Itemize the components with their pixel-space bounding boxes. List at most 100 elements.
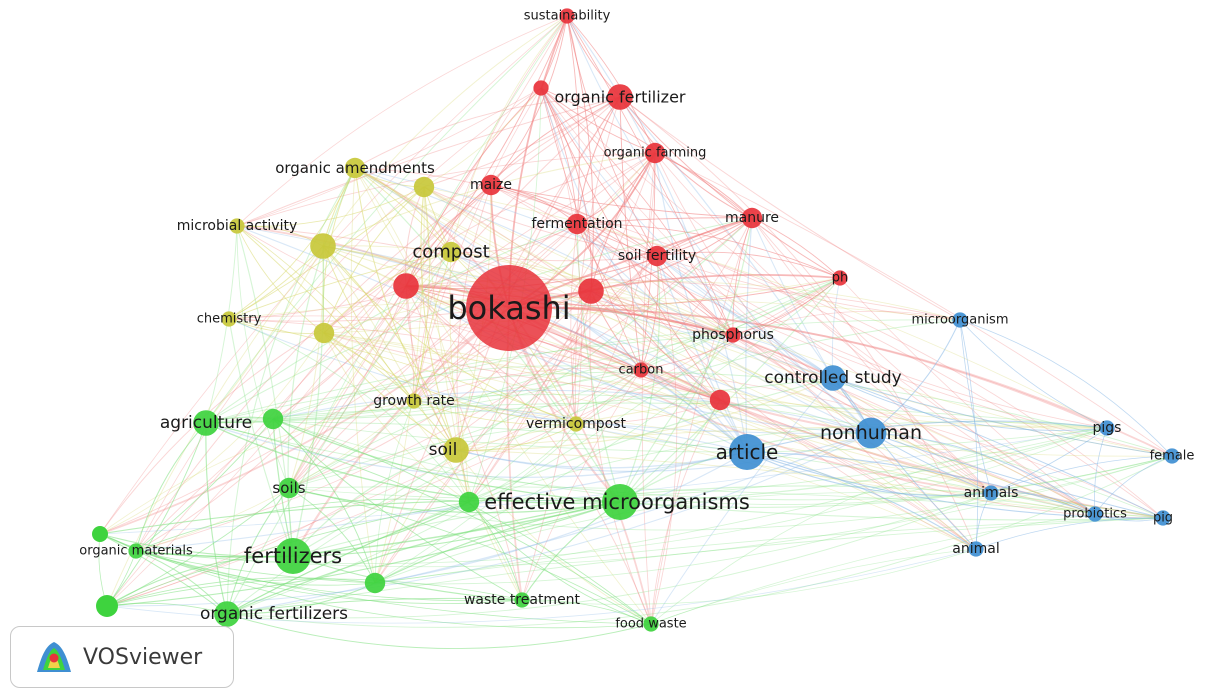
node-agriculture[interactable]	[193, 410, 219, 436]
network-link	[292, 217, 753, 557]
network-link	[455, 425, 1108, 451]
node-food-waste[interactable]	[643, 616, 659, 632]
node-organic-amendments[interactable]	[344, 157, 366, 179]
network-link	[99, 15, 568, 535]
node-animal[interactable]	[968, 541, 984, 557]
network-link	[650, 399, 721, 625]
network-link	[575, 423, 1164, 519]
network-link	[228, 167, 356, 320]
network-link	[106, 501, 621, 607]
node-green-unlabeled-1[interactable]	[458, 491, 480, 513]
node-soil[interactable]	[443, 437, 469, 463]
node-green-unlabeled-2[interactable]	[262, 408, 284, 430]
label-food-waste: food waste	[615, 617, 686, 632]
node-compost[interactable]	[440, 241, 462, 263]
label-animals: animals	[964, 485, 1019, 501]
node-microbial-activity[interactable]	[229, 218, 245, 234]
network-link	[106, 422, 207, 607]
node-red-unlabeled-3[interactable]	[709, 389, 731, 411]
network-link	[468, 290, 592, 503]
label-fermentation: fermentation	[531, 216, 622, 232]
network-link	[832, 377, 1173, 457]
node-soil-fertility[interactable]	[646, 245, 668, 267]
network-link	[490, 184, 734, 336]
node-probiotics[interactable]	[1087, 506, 1103, 522]
node-carbon[interactable]	[633, 362, 649, 378]
label-pigs: pigs	[1093, 420, 1122, 436]
network-link	[508, 307, 872, 435]
node-waste-treatment[interactable]	[514, 592, 530, 608]
node-chemistry[interactable]	[221, 311, 237, 327]
node-microorganism[interactable]	[952, 312, 968, 328]
node-fertilizers[interactable]	[275, 538, 311, 574]
network-link	[423, 186, 1096, 515]
node-manure[interactable]	[741, 207, 763, 229]
network-link	[450, 15, 568, 253]
node-sustainability[interactable]	[559, 8, 575, 24]
label-compost: compost	[412, 242, 489, 263]
node-yellow-unlabeled-2[interactable]	[413, 176, 435, 198]
network-link	[540, 87, 583, 425]
network-link	[228, 251, 452, 320]
network-link	[656, 255, 834, 379]
node-yellow-unlabeled-1[interactable]	[310, 233, 336, 259]
node-article[interactable]	[729, 434, 765, 470]
network-link	[135, 418, 274, 552]
node-bokashi[interactable]	[466, 265, 552, 351]
node-nonhuman[interactable]	[855, 417, 887, 449]
label-article: article	[716, 440, 779, 464]
node-organic-farming[interactable]	[644, 142, 666, 164]
node-yellow-unlabeled-3[interactable]	[313, 322, 335, 344]
node-controlled-study[interactable]	[820, 365, 846, 391]
network-link	[205, 277, 841, 424]
node-pigs[interactable]	[1099, 420, 1115, 436]
network-link	[236, 225, 325, 334]
network-link	[654, 152, 753, 219]
node-unlabeled-green[interactable]	[96, 595, 118, 617]
network-link	[323, 332, 992, 494]
network-link	[870, 432, 1096, 515]
node-green-unlabeled-3[interactable]	[364, 572, 386, 594]
network-link	[99, 400, 415, 535]
network-link	[576, 223, 621, 503]
network-link	[413, 152, 656, 402]
network-link	[323, 332, 1173, 457]
node-pig[interactable]	[1155, 510, 1171, 526]
node-growth-rate[interactable]	[406, 393, 422, 409]
node-organic-materials[interactable]	[128, 543, 144, 559]
network-link	[106, 369, 642, 607]
label-ph: ph	[832, 271, 849, 286]
node-vermicompost[interactable]	[568, 416, 584, 432]
node-female[interactable]	[1164, 448, 1180, 464]
network-link	[354, 167, 748, 453]
network-link	[99, 533, 523, 604]
node-red-unlabeled-1[interactable]	[578, 278, 604, 304]
node-organic-fertilizer[interactable]	[607, 84, 633, 110]
node-maize[interactable]	[480, 174, 502, 196]
node-red-unlabeled-4[interactable]	[533, 80, 549, 96]
network-link	[413, 400, 577, 426]
network-link	[413, 15, 568, 402]
node-animals[interactable]	[983, 485, 999, 501]
network-link	[135, 96, 621, 552]
network-link	[226, 501, 470, 615]
network-link	[746, 451, 992, 496]
node-ph[interactable]	[832, 270, 848, 286]
network-link	[272, 418, 376, 584]
network-link	[99, 499, 621, 535]
node-red-unlabeled-2[interactable]	[393, 273, 419, 299]
node-organic-fertilizers[interactable]	[214, 601, 240, 627]
network-link	[288, 245, 324, 489]
node-phosphorus[interactable]	[725, 327, 741, 343]
node-unlabeled-green[interactable]	[92, 526, 108, 542]
label-microbial-activity: microbial activity	[177, 218, 298, 234]
node-fermentation[interactable]	[566, 213, 588, 235]
label-female: female	[1150, 449, 1195, 464]
network-link	[226, 582, 376, 615]
network-link	[288, 486, 1164, 519]
network-link	[745, 217, 753, 453]
label-microorganism: microorganism	[911, 313, 1008, 328]
node-soils[interactable]	[278, 477, 300, 499]
node-effective-microorganisms[interactable]	[602, 484, 638, 520]
